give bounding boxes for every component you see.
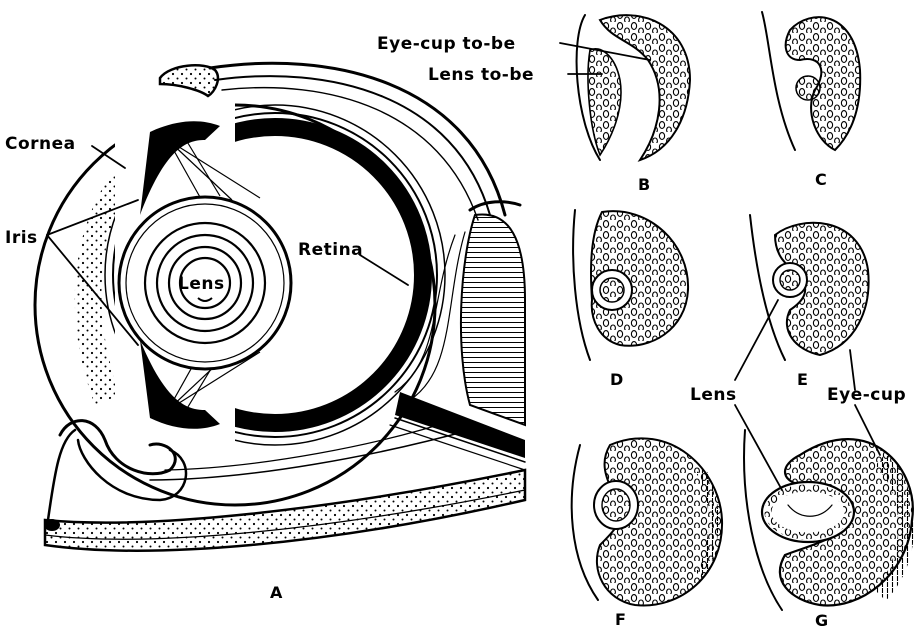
eye-cup-leader-e	[850, 350, 855, 390]
eye-section-a: Cornea Iris Lens Retina A	[5, 63, 525, 602]
panel-label-e: E	[797, 370, 808, 389]
lower-lid-skin	[45, 470, 525, 551]
label-lens: Lens	[690, 385, 737, 405]
lens-leader-e	[735, 300, 778, 380]
label-retina: Retina	[298, 240, 363, 260]
panel-label-b: B	[638, 175, 650, 194]
panel-g: G	[744, 430, 913, 630]
panel-f: F	[572, 438, 722, 629]
panel-label-d: D	[610, 370, 623, 389]
sclera-outer	[210, 63, 505, 215]
retina-leader	[360, 255, 408, 285]
lens-leader-g	[735, 405, 782, 490]
upper-eyelid	[160, 65, 218, 96]
panel-label-g: G	[815, 611, 828, 630]
label-cornea: Cornea	[5, 134, 76, 154]
panel-label-a: A	[270, 583, 283, 602]
panel-label-c: C	[815, 170, 827, 189]
label-iris: Iris	[5, 228, 38, 248]
label-eye-cup-to-be: Eye-cup to-be	[377, 34, 516, 54]
panel-label-f: F	[615, 610, 626, 629]
orbit-muscle	[461, 214, 525, 425]
panel-d: D	[573, 210, 688, 389]
panel-c: C	[762, 12, 860, 189]
label-eye-cup: Eye-cup	[827, 385, 906, 405]
label-lens-main: Lens	[178, 274, 225, 294]
panel-b: B	[577, 15, 690, 194]
label-lens-to-be: Lens to-be	[428, 65, 534, 85]
